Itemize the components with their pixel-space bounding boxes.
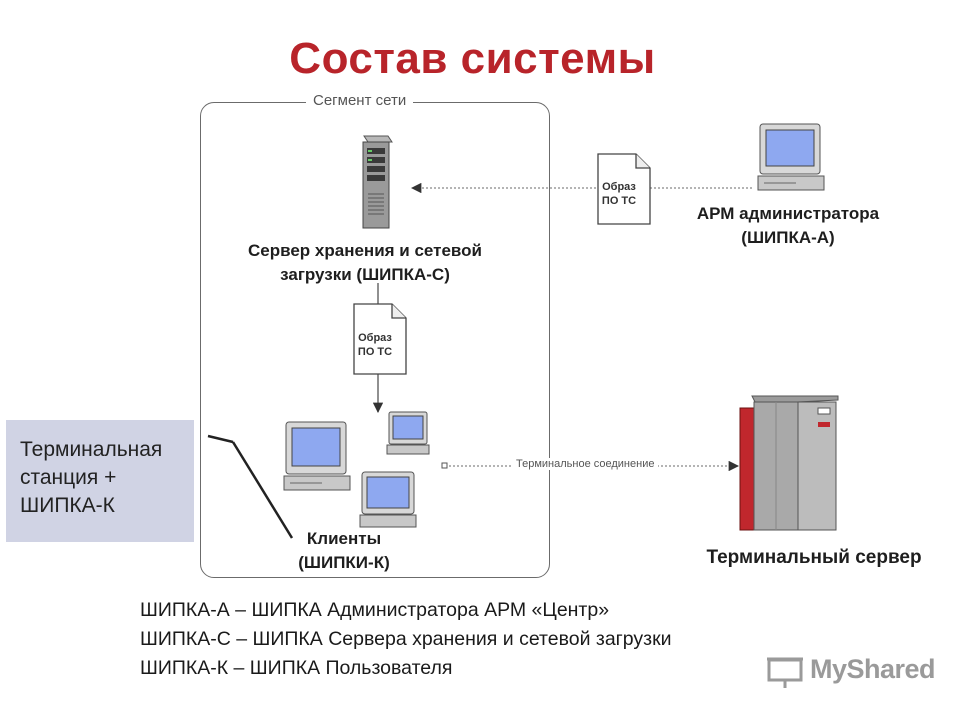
document-icon [597,153,651,225]
callout-pointer-line [207,434,234,444]
network-segment-label: Сегмент сети [306,92,414,109]
page-title: Состав системы [289,34,656,83]
client-computer-icon [386,411,430,455]
terminal-connection-label: Терминальное соединение [512,458,659,470]
legend-item: ШИПКА-К – ШИПКА Пользователя [140,657,453,679]
terminal-connection-start [441,462,448,469]
server-tower-icon [362,135,393,229]
client-computer-icon [359,471,417,528]
terminal-server-label: Терминальный сервер [706,547,922,568]
admin-computer-icon [757,123,825,191]
image-doc-label: Образ ПО ТС [601,181,637,207]
watermark-text: MyShared [810,654,936,684]
presentation-board-icon [767,657,803,688]
legend: ШИПКА-А – ШИПКА Администратора АРМ «Цент… [140,596,672,683]
server-cabinet-icon [739,395,839,531]
storage-server-label: Сервер хранения и сетевой загрузки (ШИПК… [248,241,482,284]
document-icon [353,303,407,375]
clients-label: Клиенты (ШИПКИ-К) [298,529,390,572]
legend-item: ШИПКА-А – ШИПКА Администратора АРМ «Цент… [140,599,610,621]
client-computer-icon [283,421,351,491]
image-doc-label: Образ ПО ТС [357,332,393,358]
legend-item: ШИПКА-С – ШИПКА Сервера хранения и сетев… [140,628,672,650]
admin-workstation-label: АРМ администратора (ШИПКА-А) [696,204,880,247]
callout-pointer-line-2 [231,441,294,539]
terminal-station-callout: Терминальная станция + ШИПКА-К [6,420,194,542]
